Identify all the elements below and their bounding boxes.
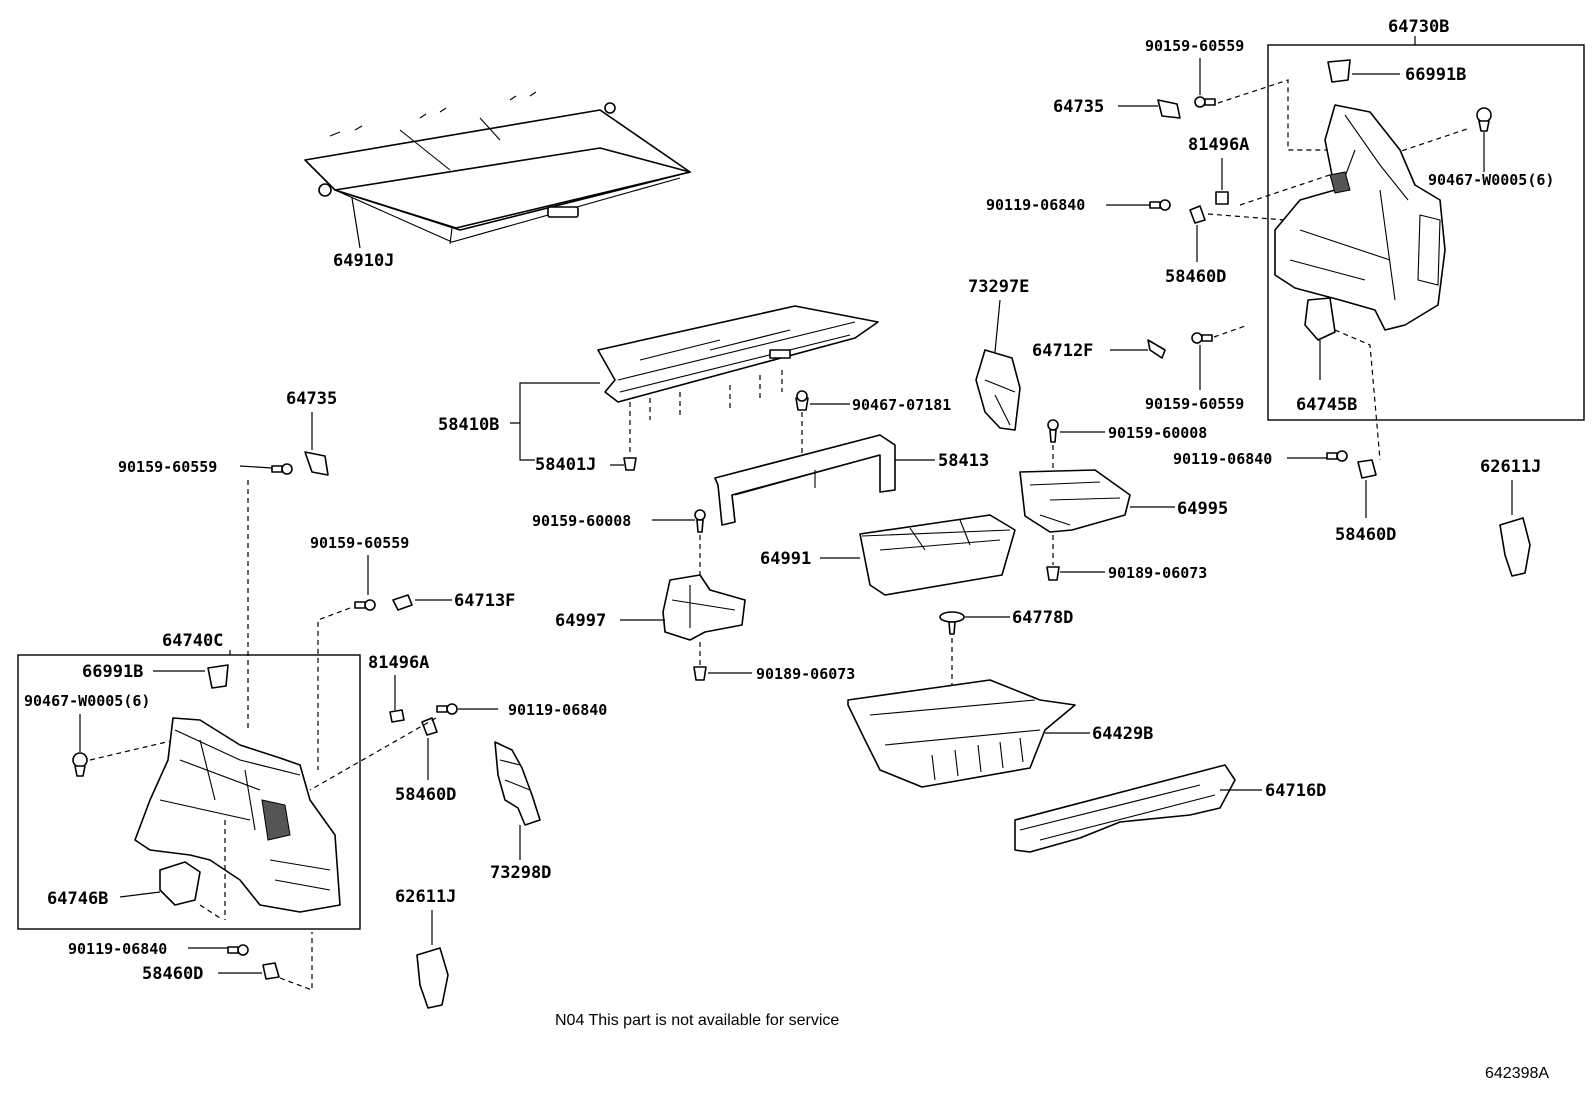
label-64910J[interactable]: 64910J — [333, 251, 394, 271]
cap-66991B-right[interactable] — [1327, 59, 1351, 83]
label-90467-07181[interactable]: 90467-07181 — [852, 396, 951, 414]
label-90189-06073-right[interactable]: 90189-06073 — [1108, 564, 1207, 582]
leader-58410B — [510, 382, 600, 461]
tray-64991-part[interactable] — [859, 514, 1016, 596]
label-64778D[interactable]: 64778D — [1012, 608, 1073, 628]
label-90119-06840-leftmid[interactable]: 90119-06840 — [508, 701, 607, 719]
clip-90467-W0005-left[interactable] — [72, 752, 88, 777]
label-73297E[interactable]: 73297E — [968, 277, 1029, 297]
label-90159-60559-rightlow[interactable]: 90159-60559 — [1145, 395, 1244, 413]
clip-90189-06073-right[interactable] — [1046, 566, 1060, 581]
quarter-trim-left-part[interactable] — [134, 717, 341, 913]
bolt-90159-60559-top[interactable] — [1194, 96, 1216, 108]
cover-62611J-right[interactable] — [1499, 517, 1531, 577]
label-90189-06073-mid[interactable]: 90189-06073 — [756, 665, 855, 683]
label-90467-W0005-left[interactable]: 90467-W0005(6) — [24, 692, 150, 710]
bolt-90159-60559-leftmid[interactable] — [354, 599, 376, 611]
clip-64735-left[interactable] — [304, 451, 329, 476]
service-note: N04 This part is not available for servi… — [555, 1012, 839, 1029]
bolt-90159-60008-mid[interactable] — [694, 509, 706, 533]
clip-90467-07181[interactable] — [795, 390, 809, 411]
bolt-90119-06840-right[interactable] — [1326, 450, 1348, 462]
label-64730B[interactable]: 64730B — [1388, 17, 1449, 37]
cap-66991B-left[interactable] — [207, 664, 229, 689]
label-90119-06840-left[interactable]: 90119-06840 — [68, 940, 167, 958]
label-90119-06840-right[interactable]: 90119-06840 — [1173, 450, 1272, 468]
clip-81496A-right[interactable] — [1215, 191, 1229, 205]
label-64745B[interactable]: 64745B — [1296, 395, 1357, 415]
bracket-58413-part[interactable] — [714, 434, 896, 526]
bolt-90119-06840-leftmid[interactable] — [436, 703, 458, 715]
label-58460D-right[interactable]: 58460D — [1335, 525, 1396, 545]
trim-73298D-part[interactable] — [494, 741, 541, 826]
label-58460D-left[interactable]: 58460D — [142, 964, 203, 984]
label-90159-60559-top[interactable]: 90159-60559 — [1145, 37, 1244, 55]
label-90159-60559-leftmid[interactable]: 90159-60559 — [310, 534, 409, 552]
clip-64712F[interactable] — [1147, 339, 1166, 359]
nut-58460D-rightup[interactable] — [1189, 205, 1206, 224]
bolt-90159-60559-left[interactable] — [271, 463, 293, 475]
clip-81496A-left[interactable] — [389, 709, 405, 723]
clip-90467-W0005-right[interactable] — [1476, 107, 1492, 132]
deck-board-part[interactable] — [597, 305, 879, 403]
grip-64745B-part[interactable] — [1304, 297, 1336, 341]
label-64995[interactable]: 64995 — [1177, 499, 1228, 519]
grip-64746B-part[interactable] — [159, 861, 201, 906]
label-90159-60559-left[interactable]: 90159-60559 — [118, 458, 217, 476]
label-90159-60008-right[interactable]: 90159-60008 — [1108, 424, 1207, 442]
label-58460D-rightup[interactable]: 58460D — [1165, 267, 1226, 287]
label-64746B[interactable]: 64746B — [47, 889, 108, 909]
nut-58460D-right[interactable] — [1357, 459, 1377, 479]
label-90467-W0005-right[interactable]: 90467-W0005(6) — [1428, 171, 1554, 189]
label-62611J-right[interactable]: 62611J — [1480, 457, 1541, 477]
label-62611J-left[interactable]: 62611J — [395, 887, 456, 907]
label-64735-right[interactable]: 64735 — [1053, 97, 1104, 117]
assembly-box-64730B — [1267, 44, 1585, 421]
label-64429B[interactable]: 64429B — [1092, 724, 1153, 744]
label-58413[interactable]: 58413 — [938, 451, 989, 471]
label-64713F[interactable]: 64713F — [454, 591, 515, 611]
label-81496A-right[interactable]: 81496A — [1188, 135, 1249, 155]
trim-73297E-part[interactable] — [975, 349, 1021, 431]
nut-58460D-left[interactable] — [262, 962, 280, 980]
label-66991B-left[interactable]: 66991B — [82, 662, 143, 682]
quarter-trim-right-part[interactable] — [1274, 104, 1446, 331]
bracket-64995-part[interactable] — [1019, 469, 1131, 533]
clip-64735-right[interactable] — [1157, 99, 1181, 119]
tub-64429B-part[interactable] — [847, 679, 1076, 788]
label-81496A-left[interactable]: 81496A — [368, 653, 429, 673]
label-73298D[interactable]: 73298D — [490, 863, 551, 883]
label-64991[interactable]: 64991 — [760, 549, 811, 569]
label-66991B-right[interactable]: 66991B — [1405, 65, 1466, 85]
bracket-64997-part[interactable] — [662, 574, 746, 641]
clip-58401J[interactable] — [623, 457, 637, 471]
bolt-90159-60008-right[interactable] — [1047, 419, 1059, 443]
nut-58460D-leftmid[interactable] — [421, 717, 438, 736]
cover-62611J-left[interactable] — [416, 947, 449, 1009]
clip-64713F[interactable] — [392, 594, 413, 611]
scuff-plate-64716D-part[interactable] — [1014, 764, 1236, 853]
bolt-90119-06840-left[interactable] — [227, 944, 249, 956]
label-64997[interactable]: 64997 — [555, 611, 606, 631]
leader-64910J — [351, 197, 361, 249]
bolt-90159-60559-rightlow[interactable] — [1191, 332, 1213, 344]
label-64716D[interactable]: 64716D — [1265, 781, 1326, 801]
label-58401J[interactable]: 58401J — [535, 455, 596, 475]
assembly-box-64740C — [17, 654, 361, 930]
bolt-90119-06840-rightup[interactable] — [1149, 199, 1171, 211]
clip-64778D[interactable] — [939, 611, 965, 635]
label-64740C[interactable]: 64740C — [162, 631, 223, 651]
label-90159-60008-mid[interactable]: 90159-60008 — [532, 512, 631, 530]
label-58460D-leftmid[interactable]: 58460D — [395, 785, 456, 805]
label-64735-left[interactable]: 64735 — [286, 389, 337, 409]
label-64712F[interactable]: 64712F — [1032, 341, 1093, 361]
label-90119-06840-rightup[interactable]: 90119-06840 — [986, 196, 1085, 214]
figure-id: 642398A — [1485, 1065, 1549, 1082]
label-58410B[interactable]: 58410B — [438, 415, 499, 435]
clip-90189-06073-mid[interactable] — [693, 666, 707, 681]
tonneau-cover-part[interactable] — [304, 91, 691, 245]
